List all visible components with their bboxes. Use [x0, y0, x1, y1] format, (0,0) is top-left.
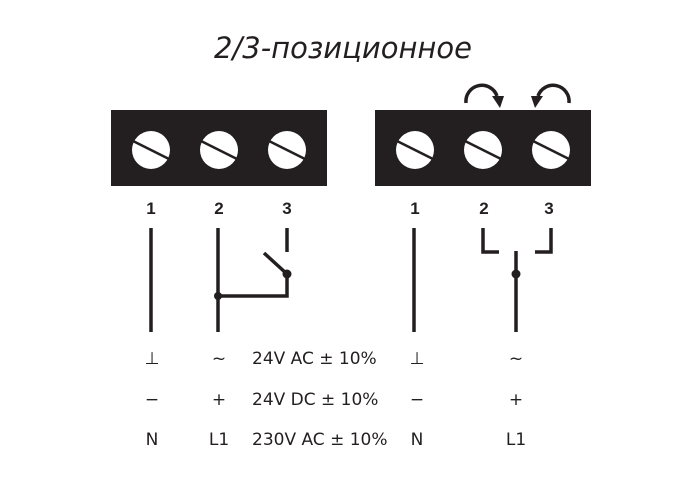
- left-terminal-3-label: 3: [282, 199, 291, 218]
- screw-icon: [396, 131, 434, 169]
- supply-row-dc24: − + 24V DC ± 10% − +: [145, 390, 523, 410]
- left-2-symbol: L1: [209, 430, 229, 450]
- left-1-symbol: ⊥: [145, 349, 160, 369]
- rotation-arrow-counterclockwise-icon: [531, 83, 571, 108]
- screw-icon: [268, 131, 306, 169]
- left-2-symbol: ~: [212, 349, 226, 369]
- right-common-symbol: ~: [509, 349, 523, 369]
- left-1-symbol: −: [145, 390, 159, 410]
- supply-row-ac230: N L1 230V AC ± 10% N L1: [146, 430, 527, 450]
- junction-dot: [214, 292, 222, 300]
- supply-row-ac24: ⊥ ~ 24V AC ± 10% ⊥ ~: [145, 349, 524, 369]
- voltage-label: 24V AC ± 10%: [252, 349, 377, 369]
- screw-icon: [464, 131, 502, 169]
- right-terminal-2-label: 2: [479, 199, 488, 218]
- left-2-symbol: +: [212, 390, 226, 410]
- screw-icon: [532, 131, 570, 169]
- right-terminal-1-label: 1: [410, 199, 419, 218]
- right-common-symbol: L1: [506, 430, 526, 450]
- voltage-label: 230V AC ± 10%: [252, 430, 388, 450]
- right-terminal-3-label: 3: [544, 199, 553, 218]
- right-common-symbol: +: [509, 390, 523, 410]
- junction-dot: [282, 269, 292, 279]
- right-1-symbol: N: [411, 430, 424, 450]
- voltage-label: 24V DC ± 10%: [252, 390, 378, 410]
- left-terminal-1-label: 1: [146, 199, 155, 218]
- left-terminal-block: [111, 110, 327, 186]
- right-terminal-block: [375, 110, 591, 186]
- rotation-arrow-clockwise-icon: [464, 83, 504, 108]
- right-1-symbol: −: [410, 390, 424, 410]
- left-wiring: [149, 228, 292, 332]
- screw-icon: [132, 131, 170, 169]
- left-1-symbol: N: [146, 430, 159, 450]
- junction-dot: [511, 269, 521, 279]
- switch-contact: [262, 251, 289, 276]
- right-wiring: [412, 228, 553, 332]
- right-1-symbol: ⊥: [410, 349, 425, 369]
- screw-icon: [200, 131, 238, 169]
- diagram-title: 2/3-позиционное: [214, 31, 472, 65]
- left-terminal-2-label: 2: [214, 199, 223, 218]
